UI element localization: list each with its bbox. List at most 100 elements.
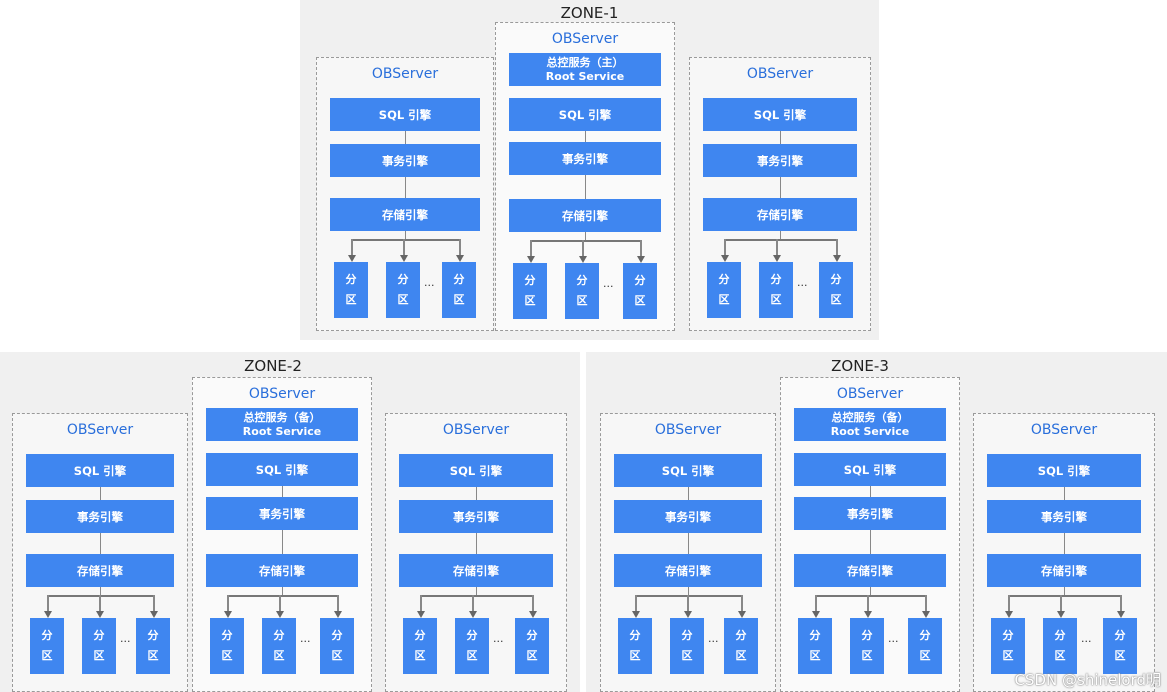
sql-engine-block: SQL 引擎	[206, 453, 358, 486]
fanout-line	[227, 595, 337, 597]
connector-line	[405, 231, 406, 239]
storage-engine-block: 存储引擎	[206, 554, 358, 587]
partition-label-top: 分	[634, 274, 646, 287]
ellipsis: ...	[120, 632, 131, 645]
partition-label-bottom: 区	[1002, 649, 1014, 662]
partition-label-bottom: 区	[41, 649, 53, 662]
arrow-head	[1005, 611, 1013, 618]
connector-line	[815, 595, 817, 611]
connector-line	[100, 533, 101, 554]
partition-block: 分区	[403, 618, 437, 674]
ellipsis: ...	[603, 277, 614, 290]
arrow-head	[469, 611, 477, 618]
partition-label-bottom: 区	[414, 649, 426, 662]
connector-line	[640, 240, 642, 256]
connector-line	[351, 239, 353, 255]
arrow-head	[632, 611, 640, 618]
arrow-head	[456, 255, 464, 262]
zone-title: ZONE-2	[244, 357, 302, 375]
partition-label-bottom: 区	[576, 294, 588, 307]
connector-line	[1008, 595, 1010, 611]
root-service-role: 总控服务（主）	[546, 55, 624, 69]
connector-line	[279, 595, 281, 611]
partition-block: 分区	[386, 262, 420, 318]
partition-label-bottom: 区	[331, 649, 343, 662]
arrow-head	[637, 256, 645, 263]
connector-line	[635, 595, 637, 611]
partition-block: 分区	[565, 263, 599, 319]
connector-line	[1060, 595, 1062, 611]
ellipsis: ...	[300, 632, 311, 645]
partition-block: 分区	[442, 262, 476, 318]
partition-label-top: 分	[524, 274, 536, 287]
partition-block: 分区	[618, 618, 652, 674]
fanout-line	[1008, 595, 1120, 597]
partition-block: 分区	[1043, 618, 1077, 674]
partition-label-top: 分	[809, 629, 821, 642]
connector-line	[836, 239, 838, 255]
ellipsis: ...	[1081, 632, 1092, 645]
partition-label-top: 分	[345, 273, 357, 286]
partition-label-bottom: 区	[830, 293, 842, 306]
partition-block: 分区	[334, 262, 368, 318]
partition-block: 分区	[455, 618, 489, 674]
partition-label-bottom: 区	[809, 649, 821, 662]
observer-title: OBServer	[442, 422, 510, 438]
partition-label-bottom: 区	[466, 649, 478, 662]
partition-label-bottom: 区	[526, 649, 538, 662]
transaction-engine-block: 事务引擎	[703, 144, 857, 177]
connector-line	[530, 240, 532, 256]
partition-label-top: 分	[735, 629, 747, 642]
connector-line	[476, 533, 477, 554]
connector-line	[47, 595, 49, 611]
partition-block: 分区	[515, 618, 549, 674]
arrow-head	[44, 611, 52, 618]
partition-label-bottom: 区	[919, 649, 931, 662]
partition-label-bottom: 区	[397, 293, 409, 306]
connector-line	[688, 487, 689, 500]
connector-line	[687, 595, 689, 611]
partition-block: 分区	[136, 618, 170, 674]
arrow-head	[150, 611, 158, 618]
partition-label-bottom: 区	[1054, 649, 1066, 662]
connector-line	[870, 587, 871, 595]
arrow-head	[864, 611, 872, 618]
observer-title: OBServer	[746, 66, 814, 82]
connector-line	[476, 587, 477, 595]
partition-label-top: 分	[273, 629, 285, 642]
partition-label-top: 分	[629, 629, 641, 642]
connector-line	[1120, 595, 1122, 611]
observer-title: OBServer	[551, 31, 619, 47]
arrow-head	[1057, 611, 1065, 618]
ellipsis: ...	[797, 276, 808, 289]
partition-block: 分区	[262, 618, 296, 674]
partition-block: 分区	[707, 262, 741, 318]
root-service-role: 总控服务（备）	[831, 410, 909, 424]
fanout-line	[530, 240, 640, 242]
observer-title: OBServer	[248, 386, 316, 402]
partition-label-bottom: 区	[147, 649, 159, 662]
connector-line	[282, 587, 283, 595]
partition-label-top: 分	[466, 629, 478, 642]
connector-line	[403, 239, 405, 255]
sql-engine-block: SQL 引擎	[399, 454, 553, 487]
connector-line	[741, 595, 743, 611]
storage-engine-block: 存储引擎	[614, 554, 762, 587]
watermark: CSDN @shinelord明	[1014, 671, 1161, 689]
arrow-head	[773, 255, 781, 262]
arrow-head	[1117, 611, 1125, 618]
arrow-head	[96, 611, 104, 618]
storage-engine-block: 存储引擎	[987, 554, 1141, 587]
partition-label-top: 分	[147, 629, 159, 642]
connector-line	[780, 231, 781, 239]
partition-label-bottom: 区	[770, 293, 782, 306]
observer-title: OBServer	[66, 422, 134, 438]
connector-line	[867, 595, 869, 611]
sql-engine-block: SQL 引擎	[987, 454, 1141, 487]
partition-block: 分区	[1103, 618, 1137, 674]
